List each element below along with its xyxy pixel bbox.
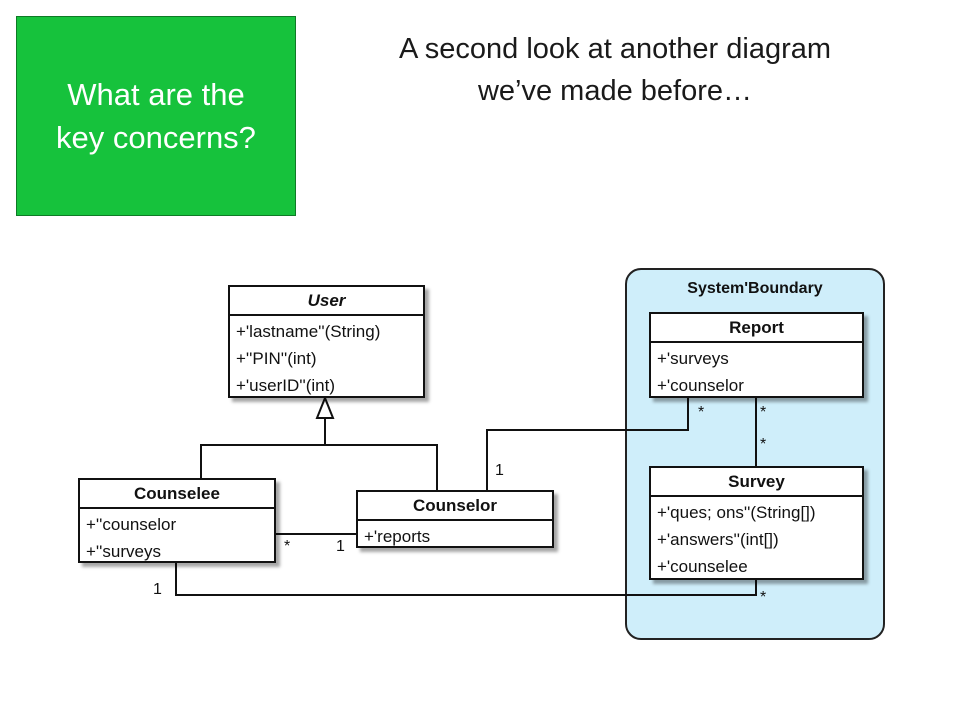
mult-counselee-counselor-star: * [284, 538, 291, 555]
class-survey-attr-questions: +'ques; ons''(String[]) [657, 503, 816, 522]
question-box: What are the key concerns? [16, 16, 296, 216]
class-report-name: Report [651, 314, 862, 343]
class-report-attr-surveys: +'surveys [657, 349, 729, 368]
slide-title-line-2: we’ve made before… [477, 75, 753, 108]
system-boundary-label: System'Boundary [687, 280, 823, 297]
class-survey-attr-counselee: +'counselee [657, 557, 748, 576]
class-survey: Survey +'ques; ons''(String[]) +'answers… [649, 466, 864, 580]
class-user-name: User [230, 287, 423, 316]
class-counselee-name: Counselee [80, 480, 274, 509]
mult-counselee-survey-star: * [760, 589, 767, 606]
question-line-1: What are the [67, 76, 245, 112]
class-counselor: Counselor +'reports [356, 490, 554, 548]
class-counselee: Counselee +''counselor +''surveys [78, 478, 276, 563]
class-counselor-attr-reports: +'reports [364, 527, 431, 546]
class-survey-attr-answers: +'answers''(int[]) [657, 530, 779, 549]
mult-report-survey-star-bottom: * [760, 436, 767, 453]
mult-report-counselor-star: * [698, 404, 705, 421]
class-user-attr-pin: +''PIN''(int) [236, 349, 317, 368]
association-counselee-survey [175, 563, 757, 596]
class-user-attr-lastname: +'lastname''(String) [236, 322, 381, 341]
association-counselor-report [486, 398, 689, 490]
mult-counselee-counselor-1: 1 [336, 538, 345, 555]
inheritance-line-counselor [325, 444, 438, 490]
class-counselor-name: Counselor [358, 492, 552, 521]
class-counselee-attr-counselor: +''counselor [86, 515, 177, 534]
mult-counselor-report-1: 1 [495, 462, 504, 479]
class-report-attr-counselor: +'counselor [657, 376, 744, 395]
class-counselee-attr-surveys: +''surveys [86, 542, 161, 561]
class-survey-name: Survey [651, 468, 862, 497]
slide-title-line-1: A second look at another diagram [398, 33, 832, 65]
inheritance-arrowhead [315, 395, 335, 419]
inheritance-line-counselee [200, 418, 326, 478]
class-user: User +'lastname''(String) +''PIN''(int) … [228, 285, 425, 398]
mult-report-survey-star-top: * [760, 404, 767, 421]
class-report: Report +'surveys +'counselor [649, 312, 864, 398]
class-user-attr-userid: +'userID''(int) [236, 376, 336, 395]
question-line-2: key concerns? [56, 120, 256, 155]
slide-title: A second look at another diagram we’ve m… [310, 28, 920, 112]
mult-counselee-survey-1: 1 [153, 581, 162, 598]
